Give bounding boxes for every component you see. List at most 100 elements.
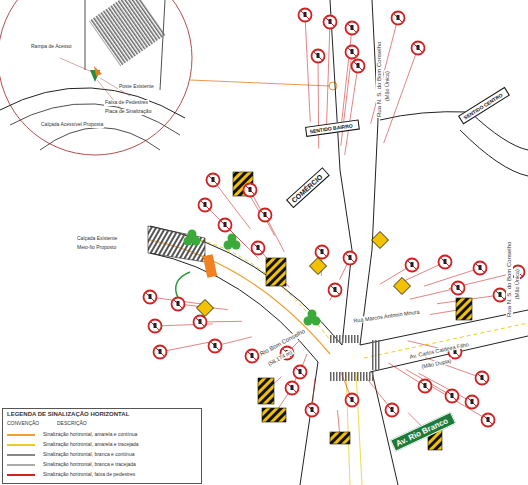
sign-glyph — [471, 399, 474, 404]
sign-glyph — [304, 12, 307, 17]
sign-bar — [196, 318, 204, 326]
regulatory-sign — [476, 372, 489, 385]
chevron-panel — [456, 298, 472, 320]
sign-glyph — [214, 343, 217, 348]
leader-line — [250, 190, 275, 236]
chevron-panel — [262, 408, 286, 422]
sign-glyph — [444, 259, 447, 264]
regulatory-sign — [207, 174, 220, 187]
sign-bar — [484, 416, 492, 424]
sign-bar — [221, 221, 229, 229]
warning-sign — [197, 300, 214, 317]
warning-sign — [372, 232, 389, 249]
lane-line — [346, 372, 362, 485]
regulatory-sign — [244, 184, 257, 197]
regulatory-sign — [346, 46, 359, 59]
sign-glyph — [329, 19, 332, 24]
tree — [188, 230, 197, 239]
sign-bar — [421, 382, 429, 390]
regulatory-sign — [219, 219, 232, 232]
crosswalk — [330, 335, 360, 343]
sign-glyph — [391, 407, 394, 412]
legend-row: Sinalização horizontal, faixa de pedestr… — [7, 471, 135, 477]
sign-glyph — [479, 265, 482, 270]
street-label: Poste Existente — [118, 84, 155, 90]
sign-bar — [288, 384, 296, 392]
sign-bar — [246, 186, 254, 194]
sign-glyph — [417, 45, 420, 50]
sign-bar — [156, 348, 164, 356]
road-hatch — [148, 226, 205, 262]
leader-line — [371, 18, 398, 124]
regulatory-sign — [344, 252, 357, 265]
legend-text: Sinalização horizontal, branca e traceja… — [43, 461, 136, 467]
warning-sign — [310, 258, 327, 275]
legend-swatch — [7, 434, 35, 436]
street-label: Placa de Sinalização — [104, 109, 152, 115]
legend-heading: CONVENÇÃO — [6, 421, 40, 427]
regulatory-sign — [466, 396, 479, 409]
tree — [308, 310, 317, 319]
regulatory-sign — [172, 298, 185, 311]
leader-line — [160, 341, 216, 352]
sign-bar — [151, 322, 159, 330]
regulatory-sign — [252, 242, 265, 255]
leader-line — [419, 373, 472, 402]
sign-glyph — [224, 222, 227, 227]
regulatory-sign — [209, 340, 222, 353]
sign-bar — [478, 374, 486, 382]
sign-bar — [348, 24, 356, 32]
sign-bar — [346, 254, 354, 262]
regulatory-sign — [149, 320, 162, 333]
direction-sign: SENTIDO BAIRRO — [305, 119, 360, 136]
sign-glyph — [199, 319, 202, 324]
legend-swatch — [7, 444, 35, 446]
regulatory-sign — [199, 199, 212, 212]
direction-sign: COMÉRCIO — [286, 167, 330, 208]
crosswalk-mark — [203, 254, 217, 278]
street-label: Meio-fio Proposto — [76, 245, 117, 251]
leader-line — [341, 28, 352, 130]
regulatory-sign — [386, 404, 399, 417]
street-label: (Mão Única) — [384, 70, 390, 102]
regulatory-sign — [412, 42, 425, 55]
leader-line — [305, 15, 310, 122]
sign-glyph — [424, 383, 427, 388]
sign-glyph — [204, 202, 207, 207]
regulatory-sign — [352, 60, 365, 73]
sign-bar — [201, 201, 209, 209]
sign-bar — [308, 406, 316, 414]
regulatory-sign — [474, 262, 487, 275]
leader-line — [406, 369, 452, 396]
legend-row: Sinalização horizontal, branca e traceja… — [7, 461, 136, 467]
sign-bar — [254, 244, 262, 252]
regulatory-sign — [312, 50, 325, 63]
sign-bar — [326, 18, 334, 26]
sign-glyph — [149, 294, 152, 299]
chevron-panel — [258, 378, 274, 404]
sign-bar — [314, 52, 322, 60]
sign-glyph — [251, 353, 254, 358]
legend-row: Sinalização horizontal, branca e contínu… — [7, 451, 134, 457]
lane-line — [364, 323, 528, 358]
sign-symbols — [144, 9, 525, 451]
sign-bar — [174, 300, 182, 308]
sign-glyph — [351, 49, 354, 54]
legend-swatch — [7, 454, 35, 456]
sign-glyph — [349, 255, 352, 260]
regulatory-sign — [419, 380, 432, 393]
lane-line — [200, 240, 330, 340]
sign-glyph — [357, 63, 360, 68]
sign-glyph — [481, 375, 484, 380]
legend-text: Sinalização horizontal, branca e contínu… — [43, 451, 134, 457]
legend-swatch — [7, 474, 35, 476]
sign-bar — [301, 11, 309, 19]
regulatory-sign — [494, 289, 507, 302]
leader-line — [345, 66, 358, 155]
sign-glyph — [397, 15, 400, 20]
sign-bar — [454, 284, 462, 292]
street-label: Rampa de Acesso — [30, 44, 73, 50]
direction-sign: Av. Rio Branco — [390, 412, 456, 452]
regulatory-sign — [406, 259, 419, 272]
sign-glyph — [451, 393, 454, 398]
